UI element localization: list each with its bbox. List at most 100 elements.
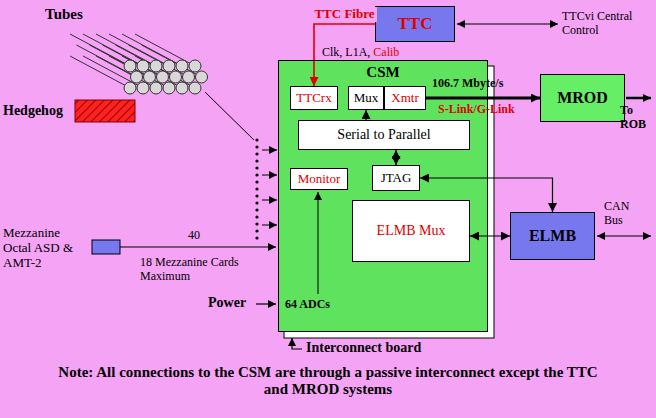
adc-arrow bbox=[318, 192, 319, 294]
footnote: Note: All connections to the CSM are thr… bbox=[48, 364, 608, 399]
card-dot bbox=[255, 236, 258, 239]
box-fills bbox=[278, 6, 625, 338]
card-dot bbox=[255, 152, 258, 155]
system-name: To ROB bbox=[620, 104, 654, 132]
system-box: MROD bbox=[540, 74, 625, 122]
tube-end bbox=[131, 71, 143, 83]
mezzanine-bus bbox=[120, 246, 276, 247]
signal-connector bbox=[314, 24, 375, 86]
card-dot bbox=[255, 208, 258, 211]
signal-connector bbox=[395, 150, 396, 165]
part-name: Hedgehog bbox=[3, 103, 63, 119]
box-label: JTAG bbox=[381, 171, 412, 186]
card-dot bbox=[255, 194, 258, 197]
part-name: Tubes bbox=[45, 6, 83, 23]
card-dot bbox=[255, 215, 258, 218]
system-box: TTC bbox=[375, 6, 455, 42]
chip-block: Mux bbox=[348, 86, 384, 110]
chip-block: TTCrx bbox=[290, 86, 338, 110]
chip-block: JTAG bbox=[372, 165, 420, 191]
box-fill bbox=[298, 120, 470, 150]
part-name: Power bbox=[208, 295, 246, 311]
card-dot bbox=[255, 201, 258, 204]
system-name: TTCvi Central Control bbox=[562, 10, 652, 38]
ttcvi-link bbox=[457, 23, 558, 24]
tube-end bbox=[137, 60, 149, 72]
card-dot bbox=[255, 173, 258, 176]
note-text: 18 Mezzanine Cards Maximum bbox=[140, 256, 250, 284]
box-fill bbox=[384, 86, 426, 110]
bus-name: CAN Bus bbox=[604, 200, 648, 228]
box-label: Monitor bbox=[298, 172, 341, 187]
part-name: Interconnect board bbox=[306, 340, 421, 356]
box-fill bbox=[372, 165, 420, 191]
box-fill bbox=[348, 86, 384, 110]
interconnect-arrow bbox=[292, 338, 302, 349]
tube-stroke bbox=[70, 56, 130, 88]
data-rate: 106.7 Mbyte/s bbox=[432, 77, 503, 91]
link-name: S-Link/G-Link bbox=[438, 103, 515, 117]
tube-end bbox=[163, 60, 175, 72]
tube-wire bbox=[205, 92, 254, 140]
tube-end bbox=[189, 82, 201, 94]
can-bus-link bbox=[597, 235, 651, 236]
signal-connector bbox=[365, 110, 366, 120]
mezzanine-card bbox=[92, 240, 120, 254]
tube-end bbox=[176, 60, 188, 72]
card-dot bbox=[255, 180, 258, 183]
chip-block: Serial to Parallel bbox=[298, 120, 470, 150]
hedgehog-board bbox=[75, 100, 135, 122]
signal-connector bbox=[420, 178, 553, 212]
box-label: Mux bbox=[354, 91, 379, 106]
tube-end bbox=[189, 60, 201, 72]
part-name: Mezzanine Octal ASD & AMT-2 bbox=[3, 226, 89, 271]
signal-count: 64 ADCs bbox=[285, 298, 330, 312]
connector-label: TTC Fibre bbox=[312, 7, 376, 22]
tube-end bbox=[144, 71, 156, 83]
signal-name: Clk, L1A, bbox=[322, 46, 370, 60]
tube-end bbox=[124, 60, 136, 72]
chip-block: ELMB Mux bbox=[352, 200, 470, 262]
box-fill bbox=[375, 6, 455, 42]
box-fill bbox=[278, 60, 488, 332]
tube-bundle bbox=[70, 34, 208, 94]
signal-count: 40 bbox=[188, 229, 200, 243]
tube-end bbox=[150, 60, 162, 72]
tube-end bbox=[157, 71, 169, 83]
board-box: CSMTTCrxMuxXmtrSerial to ParallelMonitor… bbox=[278, 60, 488, 332]
system-box: ELMB bbox=[510, 212, 595, 260]
box-label: TTC bbox=[398, 14, 433, 34]
card-dot bbox=[255, 222, 258, 225]
box-label: ELMB bbox=[529, 227, 576, 245]
chip-block: Xmtr bbox=[384, 86, 426, 110]
chip-block: Monitor bbox=[290, 168, 348, 190]
card-dot bbox=[255, 159, 258, 162]
card-dot bbox=[255, 138, 258, 141]
tube-end bbox=[176, 82, 188, 94]
box-label: TTCrx bbox=[296, 91, 331, 106]
card-dot bbox=[255, 229, 258, 232]
signal-connector bbox=[426, 97, 540, 100]
card-dot bbox=[255, 145, 258, 148]
rob-link bbox=[626, 97, 651, 100]
tube-end bbox=[137, 82, 149, 94]
tube-stroke bbox=[77, 45, 137, 77]
signal-connector bbox=[470, 235, 510, 236]
card-dots bbox=[255, 138, 258, 239]
tube-end bbox=[170, 71, 182, 83]
box-fill bbox=[540, 74, 625, 122]
tube-end bbox=[183, 71, 195, 83]
tube-end bbox=[163, 82, 175, 94]
box-fill bbox=[352, 200, 470, 262]
box-fill bbox=[510, 212, 595, 260]
card-dot bbox=[255, 187, 258, 190]
signal-name: Calib bbox=[373, 46, 399, 60]
power-arrow bbox=[256, 303, 276, 304]
box-label: Serial to Parallel bbox=[337, 127, 430, 143]
tube-end bbox=[196, 71, 208, 83]
box-fill bbox=[290, 168, 348, 190]
box-fill bbox=[290, 86, 338, 110]
card-inputs bbox=[262, 150, 277, 225]
